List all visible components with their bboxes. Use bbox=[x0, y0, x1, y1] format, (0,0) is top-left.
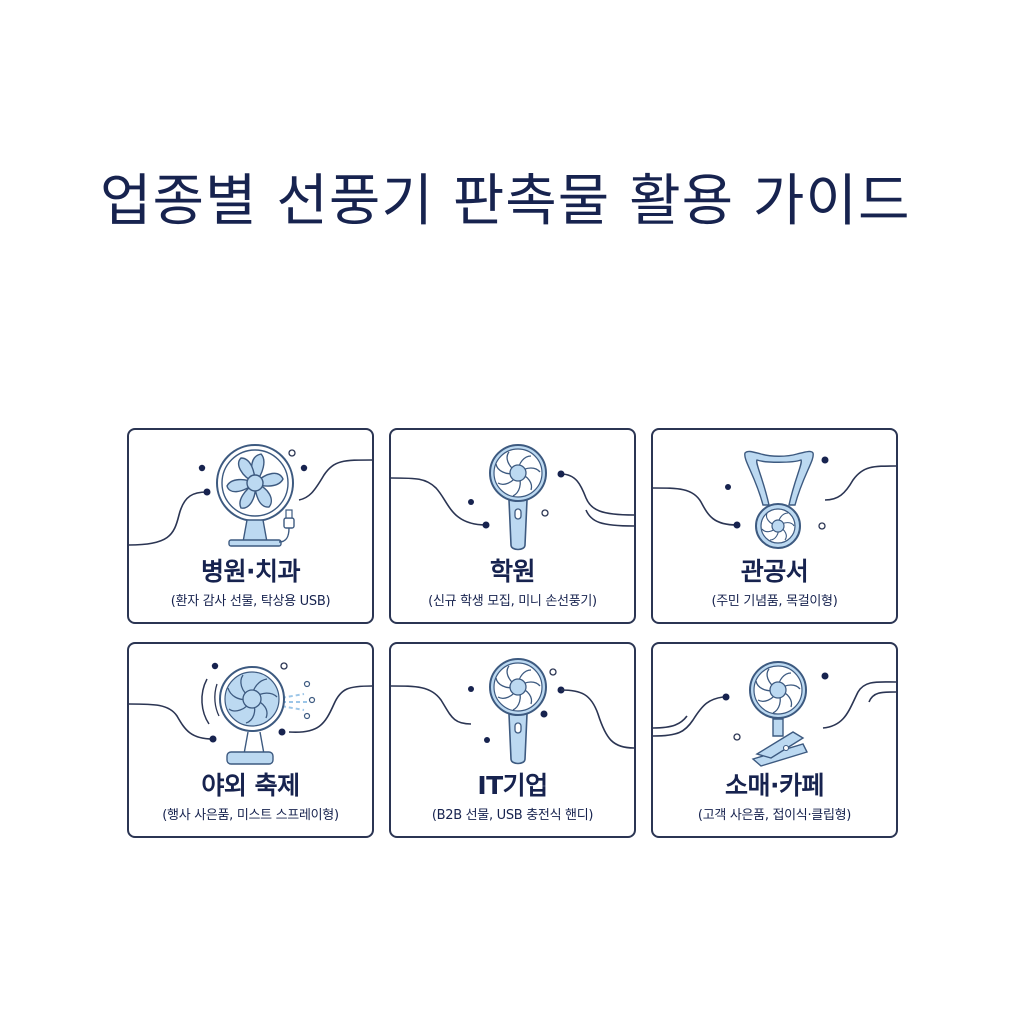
card-hospital-dental: 병원·치과 (환자 감사 선물, 탁상용 USB) bbox=[127, 428, 374, 624]
card-public-office: 관공서 (주민 기념품, 목걸이형) bbox=[651, 428, 898, 624]
card-description: (주민 기념품, 목걸이형) bbox=[711, 594, 838, 609]
card-description: (환자 감사 선물, 탁상용 USB) bbox=[170, 594, 331, 609]
handheld-fan-icon bbox=[391, 444, 634, 551]
desk-fan-usb-icon bbox=[129, 444, 372, 547]
card-it-company: IT기업 (B2B 선물, USB 충전식 핸디) bbox=[389, 642, 636, 838]
card-title: 관공서 bbox=[740, 557, 809, 586]
card-retail-cafe: 소매·카페 (고객 사은품, 접이식·클립형) bbox=[651, 642, 898, 838]
card-description: (B2B 선물, USB 충전식 핸디) bbox=[431, 808, 594, 823]
page-title: 업종별 선풍기 판촉물 활용 가이드 bbox=[100, 169, 911, 234]
handheld-fan-icon bbox=[391, 658, 634, 765]
industry-card-grid: 병원·치과 (환자 감사 선물, 탁상용 USB) 학원 (신규 학 bbox=[127, 428, 899, 838]
card-title: 야외 축제 bbox=[201, 771, 300, 800]
card-title: 학원 bbox=[489, 557, 536, 586]
card-title: 병원·치과 bbox=[201, 557, 301, 586]
card-title: IT기업 bbox=[477, 771, 548, 800]
card-description: (고객 사은품, 접이식·클립형) bbox=[697, 808, 852, 823]
card-description: (행사 사은품, 미스트 스프레이형) bbox=[162, 808, 339, 823]
card-description: (신규 학생 모집, 미니 손선풍기) bbox=[428, 594, 597, 609]
neck-fan-icon bbox=[653, 450, 896, 549]
mist-fan-icon bbox=[129, 662, 372, 765]
clip-fan-icon bbox=[653, 661, 896, 767]
card-outdoor-festival: 야외 축제 (행사 사은품, 미스트 스프레이형) bbox=[127, 642, 374, 838]
card-title: 소매·카페 bbox=[725, 771, 825, 800]
card-academy: 학원 (신규 학생 모집, 미니 손선풍기) bbox=[389, 428, 636, 624]
